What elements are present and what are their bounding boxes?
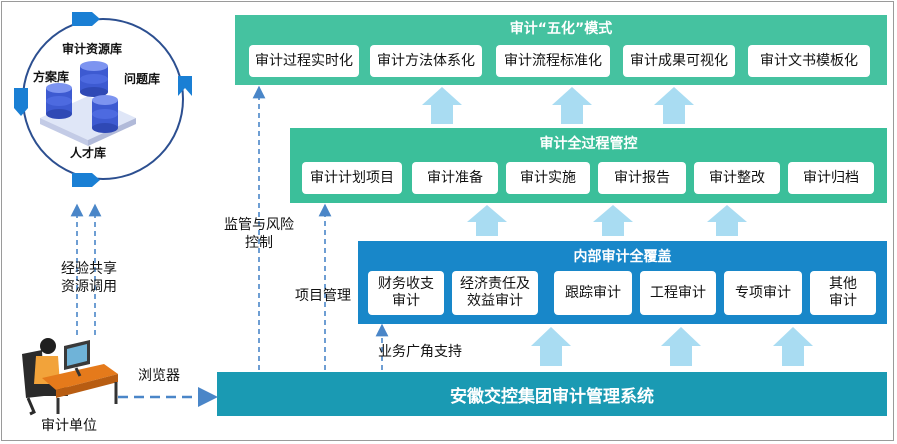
chevron-up-icon [178, 76, 192, 96]
browser-label: 浏览器 [138, 368, 180, 384]
up-arrow-icon [531, 327, 571, 366]
coverage-item-1: 财务收支 审计 [368, 271, 444, 315]
process-item-4: 审计报告 [598, 162, 686, 194]
database-icon [46, 83, 72, 119]
up-arrow-icon [467, 205, 507, 236]
coverage-item-2-line1: 经济责任及 [460, 276, 530, 292]
experience-label: 经验共享 资源调用 [54, 260, 124, 296]
coverage-item-1-line2: 审计 [392, 293, 420, 309]
experience-label-line2: 资源调用 [61, 279, 117, 295]
supervision-label-line1: 监管与风险 [224, 217, 294, 233]
process-item-2: 审计准备 [412, 162, 498, 194]
database-icon [80, 61, 108, 97]
up-arrow-icon [422, 87, 462, 124]
database-icon [92, 95, 118, 133]
supervision-label: 监管与风险 控制 [222, 216, 296, 252]
up-arrow-icon [661, 327, 701, 366]
up-arrow-icon [552, 87, 592, 124]
up-arrow-icon [593, 205, 633, 236]
process-title: 审计全过程管控 [539, 136, 638, 152]
chevron-right-icon [72, 12, 100, 26]
wuhua-panel: 审计“五化”模式 审计过程实时化 审计方法体系化 审计流程标准化 审计成果可视化… [235, 15, 887, 85]
chevron-right-icon [72, 173, 100, 187]
coverage-item-6-line2: 审计 [829, 293, 857, 309]
wuhua-title: 审计“五化”模式 [509, 21, 613, 37]
coverage-item-1-line1: 财务收支 [378, 276, 434, 292]
library-bottom: 人才库 [70, 146, 107, 160]
unit-label: 审计单位 [41, 418, 97, 434]
up-arrow-icon [654, 87, 694, 124]
library-right: 问题库 [124, 72, 161, 86]
wuhua-item-2: 审计方法体系化 [370, 45, 482, 77]
coverage-title: 内部审计全覆盖 [573, 249, 672, 265]
chevron-down-icon [14, 88, 28, 116]
process-item-5: 审计整改 [694, 162, 780, 194]
supervision-label-line2: 控制 [245, 235, 273, 251]
coverage-panel: 内部审计全覆盖 财务收支 审计 经济责任及 效益审计 跟踪审计 工程审计 专项审… [358, 241, 887, 324]
coverage-item-6: 其他 审计 [810, 271, 876, 315]
coverage-item-2: 经济责任及 效益审计 [452, 271, 538, 315]
library-left: 方案库 [33, 70, 70, 84]
coverage-item-5: 专项审计 [724, 271, 802, 315]
coverage-item-4: 工程审计 [640, 271, 716, 315]
wuhua-item-4: 审计成果可视化 [623, 45, 735, 77]
up-arrow-icon [707, 205, 747, 236]
library-title: 审计资源库 [62, 42, 123, 56]
process-item-3: 审计实施 [506, 162, 590, 194]
process-panel: 审计全过程管控 审计计划项目 审计准备 审计实施 审计报告 审计整改 审计归档 [290, 128, 887, 203]
wuhua-item-3: 审计流程标准化 [496, 45, 610, 77]
coverage-item-2-line2: 效益审计 [467, 293, 523, 309]
coverage-item-3: 跟踪审计 [554, 271, 632, 315]
up-arrow-icon [773, 327, 813, 366]
wuhua-item-1: 审计过程实时化 [249, 45, 359, 77]
business-label: 业务广角支持 [378, 344, 462, 360]
coverage-item-6-line1: 其他 [829, 276, 857, 292]
experience-label-line1: 经验共享 [61, 261, 117, 277]
person-at-desk-icon [22, 338, 118, 416]
project-label: 项目管理 [295, 288, 351, 304]
wuhua-item-5: 审计文书模板化 [748, 45, 870, 77]
process-item-1: 审计计划项目 [302, 162, 402, 194]
process-item-6: 审计归档 [788, 162, 874, 194]
system-bar: 安徽交控集团审计管理系统 [217, 372, 887, 416]
